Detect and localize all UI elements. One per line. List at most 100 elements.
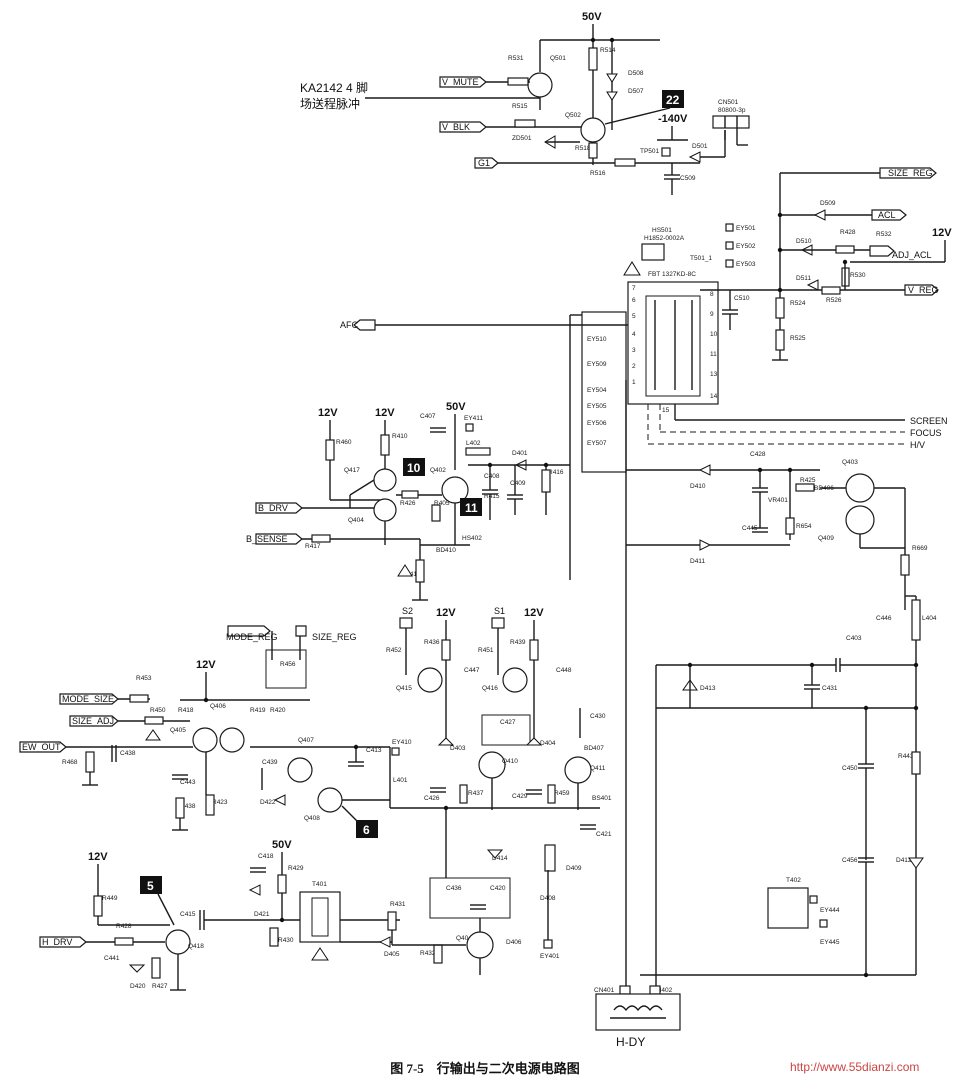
q409-label: Q409 bbox=[818, 535, 834, 542]
r514-label: R514 bbox=[600, 47, 616, 54]
r449-label: R449 bbox=[102, 895, 118, 902]
c509-label: C509 bbox=[680, 175, 696, 182]
d403-diode bbox=[437, 737, 455, 746]
figure-caption: 图 7-5 行输出与二次电源电路图 bbox=[0, 1058, 970, 1077]
junction-dots bbox=[203, 37, 919, 978]
vr401-label: VR401 bbox=[768, 497, 788, 504]
c431-label: C431 bbox=[822, 685, 838, 692]
d410-diode bbox=[698, 464, 711, 476]
r428b bbox=[114, 937, 134, 946]
r654-label: R654 bbox=[796, 523, 812, 530]
rail-12v-right: 12V bbox=[932, 227, 952, 239]
size-adj-port bbox=[69, 715, 119, 727]
ey444 bbox=[809, 895, 818, 904]
d403-label: D403 bbox=[450, 745, 466, 752]
h-dy-label: H-DY bbox=[616, 1035, 645, 1049]
q416-transistor bbox=[502, 667, 528, 693]
r514 bbox=[588, 47, 598, 71]
r460 bbox=[325, 439, 335, 461]
d501-diode bbox=[688, 151, 701, 163]
r438-label: R438 bbox=[180, 803, 196, 810]
r531-label: R531 bbox=[508, 55, 524, 62]
d508-label: D508 bbox=[628, 70, 644, 77]
c438-label: C438 bbox=[120, 750, 136, 757]
ey503-label: EY503 bbox=[736, 261, 756, 268]
zd501-label: ZD501 bbox=[512, 135, 532, 142]
rail-12v-ew: 12V bbox=[196, 659, 216, 671]
badge-22 bbox=[662, 90, 684, 108]
v-mute-port bbox=[439, 76, 487, 88]
d509-diode bbox=[813, 209, 826, 221]
watermark: http://www.55dianzi.com bbox=[790, 1060, 920, 1074]
q417-transistor bbox=[373, 468, 397, 492]
focus-label: FOCUS bbox=[910, 428, 942, 438]
top-section: 50V R514 D508 D507 Q501 R531 V_MUTE V_BL… bbox=[300, 11, 750, 195]
d511-label: D511 bbox=[796, 275, 811, 282]
acl-port bbox=[871, 209, 907, 221]
d508-diode bbox=[606, 73, 618, 83]
badge-6 bbox=[356, 820, 378, 838]
c427-box bbox=[481, 714, 531, 746]
d405-diode bbox=[378, 936, 391, 948]
r420-label: R420 bbox=[270, 707, 286, 714]
c448-label: C448 bbox=[556, 667, 572, 674]
badge-11 bbox=[460, 498, 482, 516]
r417-label: R417 bbox=[305, 543, 321, 550]
d511-diode bbox=[806, 279, 819, 291]
r413-label: R413 bbox=[405, 571, 421, 578]
d412-diode bbox=[908, 857, 924, 869]
rail-12v-b: 12V bbox=[375, 407, 395, 419]
q404-label: Q404 bbox=[348, 517, 364, 524]
q405-label: Q405 bbox=[170, 727, 186, 734]
afc-port bbox=[353, 319, 376, 331]
l402-label: L402 bbox=[466, 440, 481, 447]
r426 bbox=[401, 490, 419, 499]
c427-label: C427 bbox=[500, 719, 516, 726]
r654 bbox=[785, 517, 795, 535]
badge-6-text: 6 bbox=[363, 823, 370, 837]
c436-label: C436 bbox=[446, 885, 462, 892]
v-reg-port bbox=[904, 284, 939, 296]
r410-label: R410 bbox=[392, 433, 408, 440]
hs501-heatsink bbox=[641, 243, 665, 261]
r526-label: R526 bbox=[826, 297, 842, 304]
fbt-transformer-group: HS501 H1852-0002A EY501 EY502 EY503 T501… bbox=[340, 223, 948, 580]
v-blk-port bbox=[439, 121, 487, 133]
r518-label: R518 bbox=[575, 145, 591, 152]
s1-label: S1 bbox=[494, 606, 505, 616]
r425-label: R425 bbox=[800, 477, 816, 484]
r436 bbox=[441, 639, 451, 661]
r518 bbox=[588, 142, 598, 159]
c418-label: C418 bbox=[258, 853, 274, 860]
r437-label: R437 bbox=[468, 790, 484, 797]
rail-12v-h: 12V bbox=[88, 851, 108, 863]
d414-label: D414 bbox=[492, 855, 508, 862]
svg-text:14: 14 bbox=[710, 393, 718, 400]
q404b-label: Q404 bbox=[456, 935, 472, 942]
l401-label: L401 bbox=[393, 777, 408, 784]
svg-text:4: 4 bbox=[632, 331, 636, 338]
r515 bbox=[514, 119, 536, 128]
s2-port bbox=[399, 617, 413, 629]
q502-label: Q502 bbox=[565, 112, 581, 119]
r452-label: R452 bbox=[386, 647, 402, 654]
r468-label: R468 bbox=[62, 759, 78, 766]
r459 bbox=[547, 784, 556, 804]
c510-label: C510 bbox=[734, 295, 750, 302]
cn401-label: CN401 bbox=[594, 987, 615, 994]
c447-label: C447 bbox=[464, 667, 480, 674]
r419-label: R419 bbox=[250, 707, 266, 714]
c428-label: C428 bbox=[750, 451, 766, 458]
hs501-label: HS501 bbox=[652, 227, 672, 234]
rail-minus-140v: -140V bbox=[658, 113, 688, 125]
ew-out-port bbox=[19, 741, 67, 753]
caption-number: 图 7-5 bbox=[390, 1061, 424, 1076]
r425 bbox=[795, 483, 815, 492]
q411-mosfet bbox=[564, 756, 592, 784]
ew-out-label: EW_OUT bbox=[22, 742, 61, 752]
b-drv-label: B_DRV bbox=[258, 503, 288, 513]
warning-r413 bbox=[397, 564, 413, 577]
mode-reg-port bbox=[227, 625, 271, 637]
b-sense-port bbox=[255, 533, 303, 545]
r449 bbox=[93, 895, 103, 917]
